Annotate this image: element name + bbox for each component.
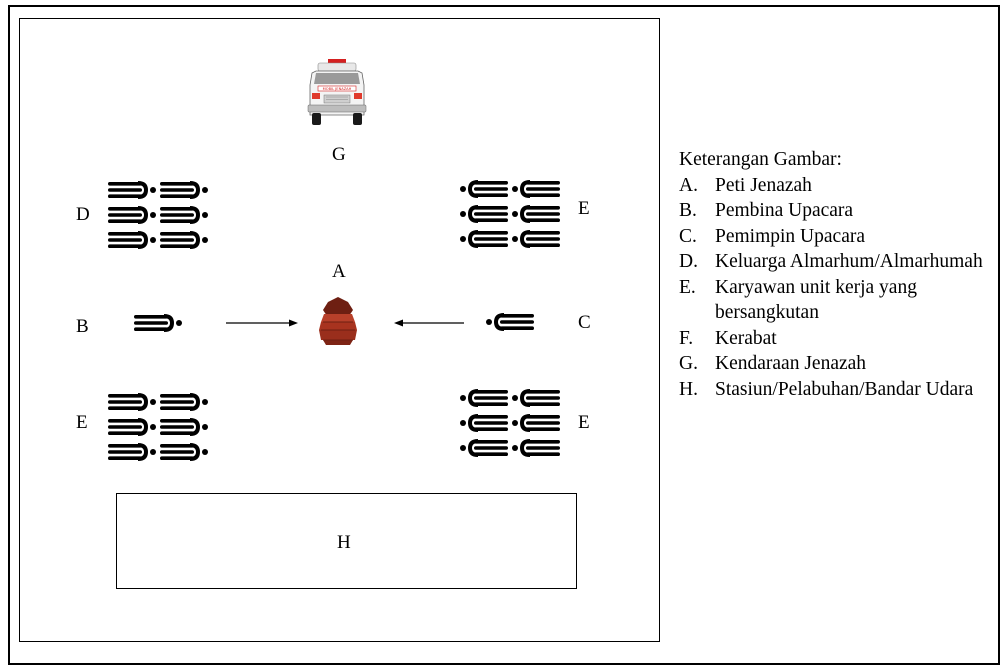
employees-group-top-right: [460, 180, 560, 248]
chief-officiant-figure: [134, 314, 182, 332]
legend-item: F. Kerabat: [679, 326, 999, 352]
station-box: [116, 493, 577, 589]
label-e-bottom-right: E: [578, 412, 590, 433]
label-h: H: [337, 532, 351, 553]
legend-letter: F.: [679, 327, 694, 349]
label-e-left: E: [76, 412, 88, 433]
legend-item: A. Peti Jenazah: [679, 173, 999, 199]
legend-title: Keterangan Gambar:: [679, 149, 842, 170]
family-group: [108, 181, 208, 249]
label-g: G: [332, 144, 346, 165]
legend-item: D. Keluarga Almarhum/Almarhumah: [679, 249, 999, 275]
legend-text: Keluarga Almarhum/Almarhumah: [715, 251, 983, 272]
ambulance-text: MOBIL JENAZAH: [323, 87, 352, 91]
label-e-top-right: E: [578, 198, 590, 219]
coffin-icon: [319, 297, 357, 345]
legend-item: H. Stasiun/Pelabuhan/Bandar Udara: [679, 377, 999, 403]
ambulance-icon: MOBIL JENAZAH: [307, 59, 367, 125]
legend-letter: D.: [679, 251, 698, 272]
legend-item: C. Pemimpin Upacara: [679, 224, 999, 250]
legend: Keterangan Gambar: A. Peti Jenazah B. Pemb…: [679, 147, 999, 402]
label-a: A: [332, 261, 346, 282]
legend-text: Peti Jenazah: [715, 174, 812, 196]
legend-item: G. Kendaraan Jenazah: [679, 351, 999, 377]
legend-text: Pembina Upacara: [715, 200, 854, 221]
legend-letter: B.: [679, 200, 697, 221]
layout-area: [19, 18, 660, 642]
legend-letter: G.: [679, 353, 698, 374]
legend-letter: E.: [679, 276, 696, 298]
label-c: C: [578, 312, 591, 333]
arrow-right: [226, 319, 298, 327]
legend-letter: C.: [679, 225, 697, 247]
legend-letter: H.: [679, 378, 698, 400]
legend-text: Karyawan unit kerja yang bersangkutan: [715, 276, 917, 324]
ceremony-leader-figure: [486, 313, 534, 331]
legend-text: Pemimpin Upacara: [715, 225, 865, 247]
arrow-left: [394, 319, 464, 327]
label-d: D: [76, 204, 90, 225]
legend-text: Kendaraan Jenazah: [715, 353, 867, 374]
legend-item: B. Pembina Upacara: [679, 198, 999, 224]
legend-letter: A.: [679, 174, 698, 196]
employees-group-bottom-right: [460, 389, 560, 457]
employees-group-bottom-left: [108, 393, 208, 461]
legend-item: E. Karyawan unit kerja yang bersangkutan: [679, 275, 999, 326]
label-b: B: [76, 316, 89, 337]
legend-text: Kerabat: [715, 327, 777, 349]
legend-text: Stasiun/Pelabuhan/Bandar Udara: [715, 378, 974, 400]
legend-list: A. Peti Jenazah B. Pembina Upacara C. Pemim…: [679, 173, 999, 403]
